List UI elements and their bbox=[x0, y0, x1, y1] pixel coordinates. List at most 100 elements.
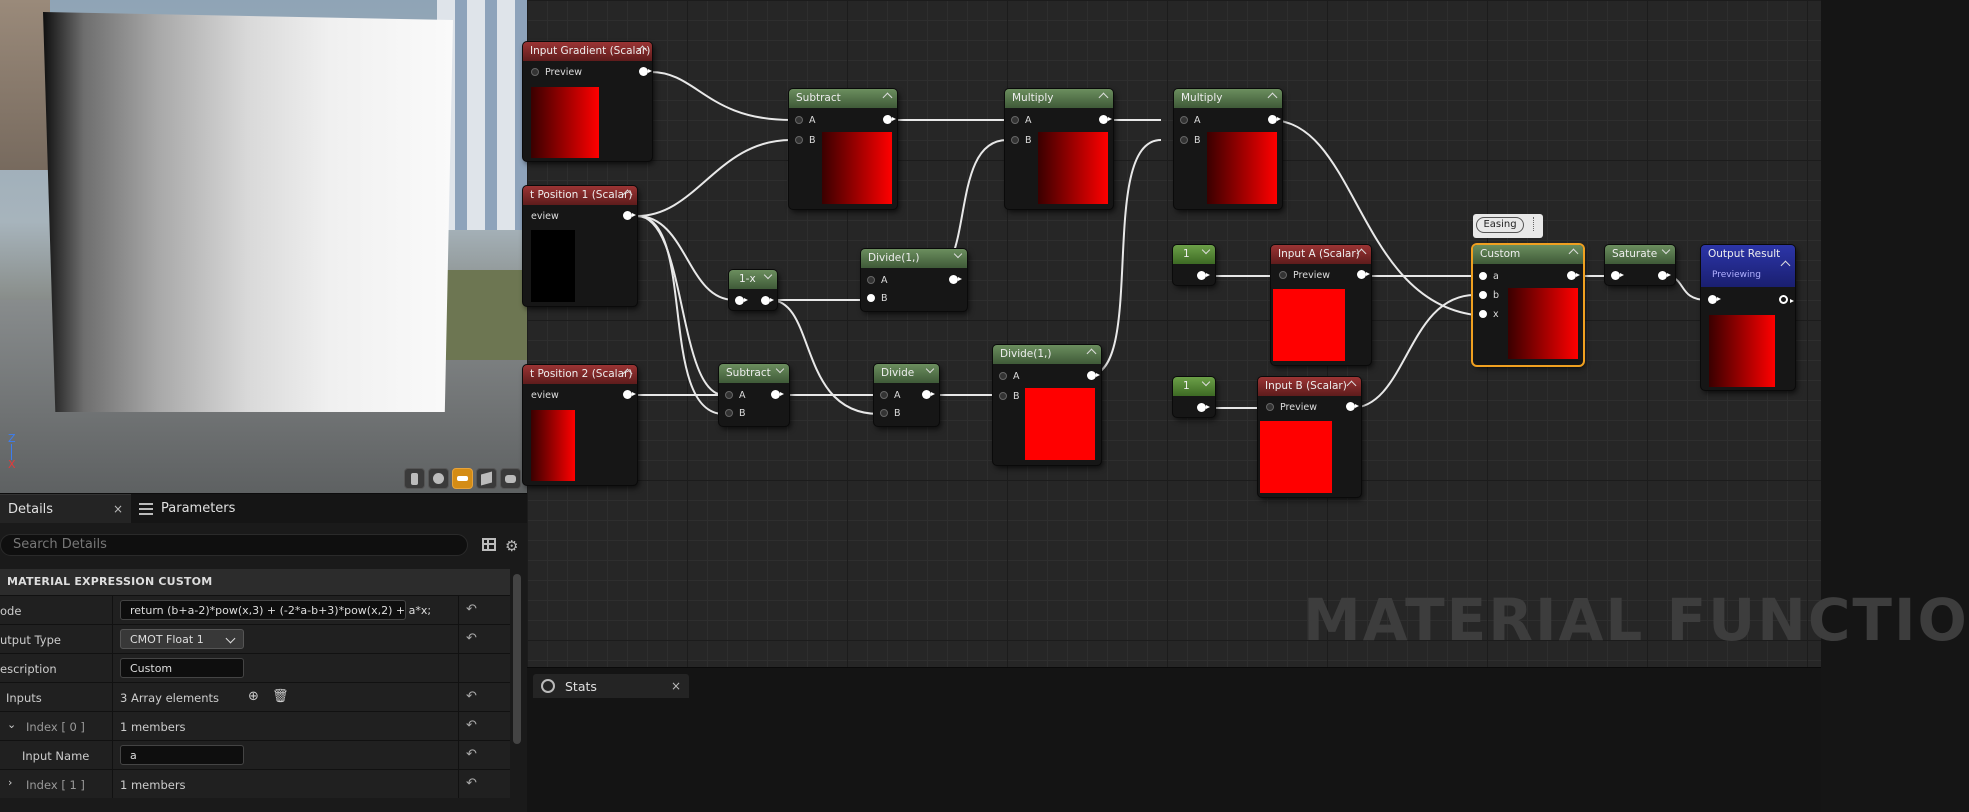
output-pin[interactable] bbox=[623, 211, 636, 220]
input-name-field[interactable]: a bbox=[120, 745, 244, 765]
add-element-icon[interactable]: ⊕ bbox=[248, 689, 259, 704]
node-divide-one-2[interactable]: Divide(1,) A B bbox=[993, 345, 1101, 465]
tab-stats[interactable]: Stats × bbox=[533, 674, 689, 698]
input-pin-b[interactable]: B bbox=[880, 408, 901, 419]
node-multiply-2[interactable]: Multiply A B bbox=[1174, 89, 1282, 209]
reset-to-default-icon[interactable]: ↶ bbox=[466, 631, 477, 646]
input-pin-b[interactable]: b bbox=[1479, 290, 1499, 301]
comment-drag-handle[interactable] bbox=[1533, 217, 1539, 231]
tab-parameters[interactable]: Parameters bbox=[131, 494, 243, 523]
delete-all-icon[interactable]: 🗑 bbox=[272, 689, 289, 704]
input-pin-b[interactable]: B bbox=[725, 408, 746, 419]
node-custom[interactable]: Custom a b x bbox=[1473, 245, 1583, 365]
cylinder-preview-button[interactable] bbox=[404, 468, 425, 489]
table-view-icon[interactable] bbox=[482, 538, 496, 551]
input-pin[interactable] bbox=[735, 296, 748, 305]
cube-preview-button[interactable] bbox=[476, 468, 497, 489]
output-pin[interactable] bbox=[1357, 270, 1370, 279]
input-pin-b[interactable]: B bbox=[867, 293, 888, 304]
node-subtract-1[interactable]: Subtract A B bbox=[789, 89, 897, 209]
reset-to-default-icon[interactable]: ↶ bbox=[466, 747, 477, 762]
input-pin-a[interactable]: A bbox=[725, 390, 746, 401]
output-pin[interactable] bbox=[949, 275, 962, 284]
node-one-minus-x[interactable]: 1-x bbox=[729, 270, 777, 310]
node-divide[interactable]: Divide A B bbox=[874, 364, 939, 426]
preview-plane-mesh bbox=[43, 12, 453, 412]
node-constant-1a[interactable]: 1 bbox=[1173, 245, 1215, 285]
output-pin[interactable] bbox=[1658, 271, 1671, 280]
property-label: escription bbox=[0, 662, 57, 676]
close-icon[interactable]: × bbox=[670, 679, 681, 693]
gear-icon[interactable]: ⚙ bbox=[505, 537, 519, 555]
input-pin-a[interactable]: A bbox=[867, 275, 888, 286]
plane-preview-button[interactable] bbox=[452, 468, 473, 489]
input-pin-a[interactable]: A bbox=[999, 371, 1020, 382]
output-pin[interactable] bbox=[1567, 271, 1580, 280]
output-pin[interactable] bbox=[1087, 371, 1100, 380]
details-scrollbar[interactable] bbox=[513, 574, 521, 744]
node-input-b[interactable]: Input B (Scalar) Preview bbox=[1258, 377, 1361, 497]
previewing-label: Previewing bbox=[1712, 270, 1761, 280]
node-constant-1b[interactable]: 1 bbox=[1173, 377, 1215, 417]
output-pin[interactable] bbox=[761, 296, 774, 305]
node-pin-preview[interactable]: eview bbox=[531, 390, 559, 401]
sphere-preview-button[interactable] bbox=[428, 468, 449, 489]
input-pin-b[interactable]: B bbox=[1011, 135, 1032, 146]
material-graph-canvas[interactable]: MATERIAL FUNCTIO Input Gr bbox=[523, 0, 1967, 667]
output-pin[interactable] bbox=[623, 390, 636, 399]
input-pin-b[interactable]: B bbox=[1180, 135, 1201, 146]
output-pin[interactable] bbox=[1346, 402, 1359, 411]
input-pin[interactable] bbox=[1611, 271, 1624, 280]
node-input-position-2[interactable]: t Position 2 (Scalar) eview bbox=[523, 365, 637, 485]
input-pin-a[interactable]: A bbox=[1180, 115, 1201, 126]
output-type-dropdown[interactable]: CMOT Float 1 bbox=[120, 629, 244, 649]
chevron-down-icon[interactable]: ⌄ bbox=[7, 718, 17, 731]
node-pin-preview[interactable]: eview bbox=[531, 211, 559, 222]
output-pin[interactable] bbox=[1197, 403, 1210, 412]
input-pin-a[interactable]: A bbox=[1011, 115, 1032, 126]
reset-to-default-icon[interactable]: ↶ bbox=[466, 776, 477, 791]
node-input-position-1[interactable]: t Position 1 (Scalar) eview bbox=[523, 186, 637, 306]
section-header-material-expression-custom[interactable]: MATERIAL EXPRESSION CUSTOM bbox=[0, 569, 510, 595]
input-pin[interactable] bbox=[1708, 295, 1721, 304]
output-pin[interactable] bbox=[771, 390, 784, 399]
material-preview-viewport[interactable]: Z X bbox=[0, 0, 530, 493]
code-field[interactable]: return (b+a-2)*pow(x,3) + (-2*a-b+3)*pow… bbox=[120, 600, 431, 620]
node-input-a[interactable]: Input A (Scalar) Preview bbox=[1271, 245, 1371, 365]
input-pin-a[interactable]: A bbox=[880, 390, 901, 401]
node-multiply-1[interactable]: Multiply A B bbox=[1005, 89, 1113, 209]
node-input-gradient[interactable]: Input Gradient (Scalar) Preview bbox=[523, 42, 652, 161]
input-pin-b[interactable]: B bbox=[999, 391, 1020, 402]
node-divide-one-1[interactable]: Divide(1,) A B bbox=[861, 249, 967, 311]
input-pin-b[interactable]: B bbox=[795, 135, 816, 146]
reset-to-default-icon[interactable]: ↶ bbox=[466, 602, 477, 617]
cube-icon bbox=[481, 471, 492, 486]
output-pin[interactable] bbox=[1197, 271, 1210, 280]
node-preview-swatch bbox=[1025, 388, 1095, 460]
reset-to-default-icon[interactable]: ↶ bbox=[466, 718, 477, 733]
output-pin[interactable] bbox=[639, 67, 652, 76]
input-pin-a[interactable]: a bbox=[1479, 271, 1499, 282]
input-pin-a[interactable]: A bbox=[795, 115, 816, 126]
search-input[interactable]: Search Details bbox=[0, 534, 468, 556]
node-pin-preview[interactable]: Preview bbox=[531, 67, 582, 78]
axis-z-label: Z bbox=[8, 432, 16, 445]
output-pin[interactable] bbox=[883, 115, 896, 124]
close-icon[interactable]: × bbox=[112, 502, 123, 516]
output-pin[interactable] bbox=[922, 390, 935, 399]
output-pin[interactable] bbox=[1268, 115, 1281, 124]
chevron-right-icon[interactable]: › bbox=[8, 776, 13, 789]
node-saturate[interactable]: Saturate bbox=[1605, 245, 1675, 285]
output-pin[interactable] bbox=[1099, 115, 1112, 124]
custom-mesh-preview-button[interactable] bbox=[500, 468, 521, 489]
description-field[interactable]: Custom bbox=[120, 658, 244, 678]
node-pin-preview[interactable]: Preview bbox=[1266, 402, 1317, 413]
output-pin[interactable] bbox=[1779, 295, 1794, 304]
node-subtract-2[interactable]: Subtract A B bbox=[719, 364, 789, 426]
reset-to-default-icon[interactable]: ↶ bbox=[466, 689, 477, 704]
comment-bubble-easing[interactable]: Easing bbox=[1473, 214, 1543, 238]
input-pin-x[interactable]: x bbox=[1479, 309, 1499, 320]
node-pin-preview[interactable]: Preview bbox=[1279, 270, 1330, 281]
tab-details[interactable]: Details × bbox=[0, 494, 131, 523]
